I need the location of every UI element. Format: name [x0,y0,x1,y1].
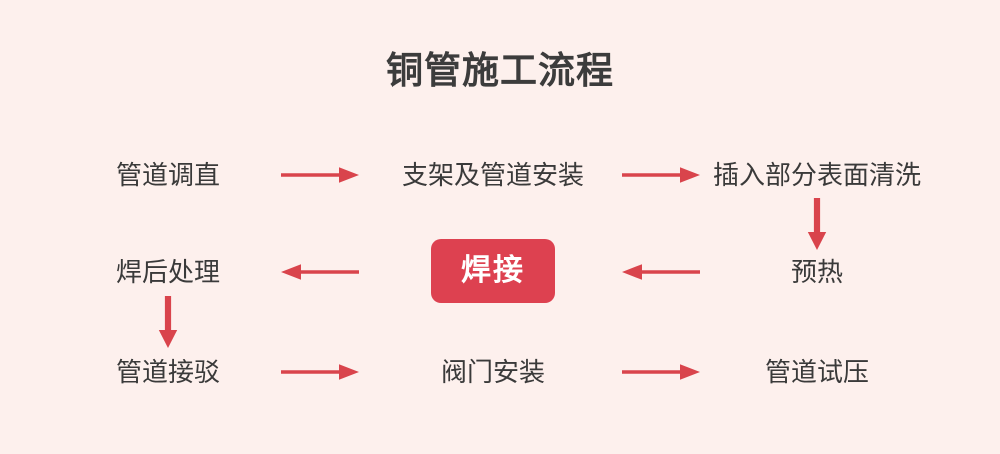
arrow-right-icon-n7-n8 [281,361,359,383]
arrow-right-icon-n1-n2 [281,164,359,186]
flow-node-welding-highlighted[interactable]: 焊接 [431,239,555,303]
flow-node-preheat[interactable]: 预热 [790,257,844,287]
arrow-left-icon-n4-n5 [622,261,700,283]
flow-node-bracket-pipe-installation[interactable]: 支架及管道安装 [401,160,585,190]
arrow-down-icon-n3-n4 [806,198,828,250]
page-title: 铜管施工流程 [386,50,614,91]
flow-node-insert-surface-cleaning[interactable]: 插入部分表面清洗 [712,160,922,190]
arrow-right-icon-n2-n3 [622,164,700,186]
flow-node-pipe-pressure-test[interactable]: 管道试压 [764,357,870,387]
arrow-down-icon-n6-n7 [157,296,179,348]
flow-node-pipe-connection[interactable]: 管道接驳 [115,357,221,387]
arrow-right-icon-n8-n9 [622,361,700,383]
arrow-left-icon-n5-n6 [281,261,359,283]
flow-node-post-weld-treatment[interactable]: 焊后处理 [115,257,221,287]
flow-node-valve-installation[interactable]: 阀门安装 [440,357,546,387]
flow-node-pipe-straightening[interactable]: 管道调直 [115,160,221,190]
